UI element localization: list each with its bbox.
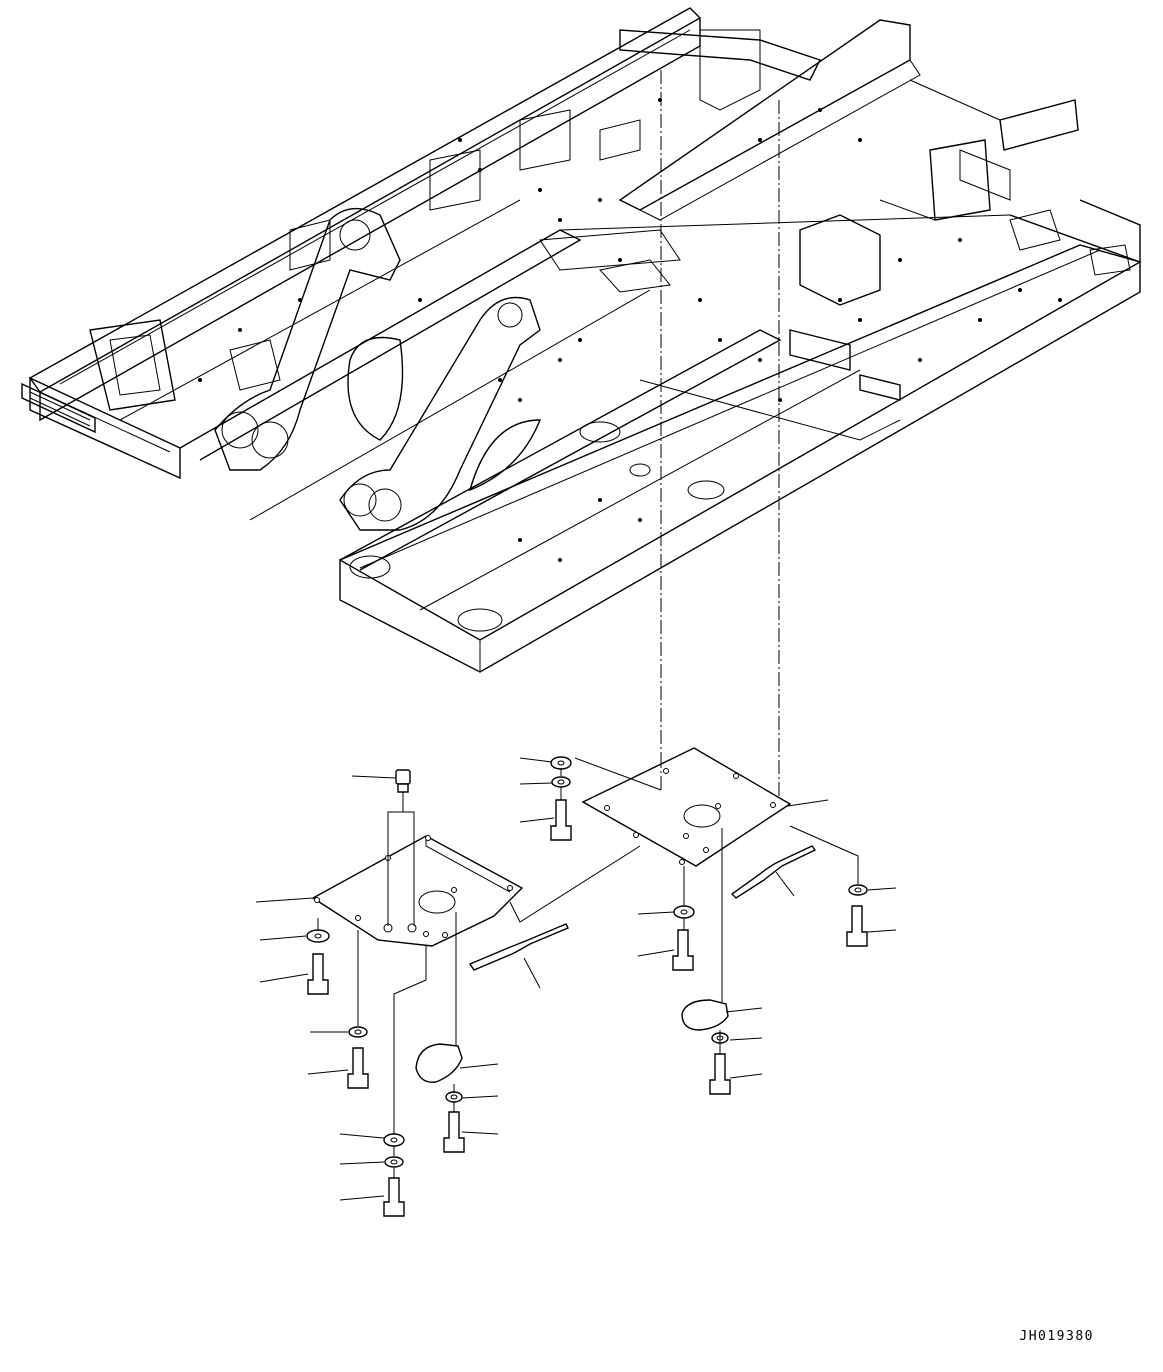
cover-plate [415,999,729,1083]
front-under-cover [311,835,524,947]
rear-under-cover [581,747,792,867]
leader-lines [255,757,897,1201]
bolt [383,1177,405,1217]
assembly-lines [317,757,859,1178]
fasteners [306,756,868,1217]
bolt [307,953,329,995]
drawing-code: JH019380 [1019,1329,1094,1344]
upper-frame [21,7,1142,673]
alignment-lines [660,70,780,806]
bolt [709,1053,731,1095]
pin [395,769,411,793]
bolt [550,799,572,841]
bolt [672,929,694,971]
bolt [347,1047,369,1089]
rubber-seal [468,845,817,971]
bolt [443,1111,465,1153]
bolt [846,905,868,947]
